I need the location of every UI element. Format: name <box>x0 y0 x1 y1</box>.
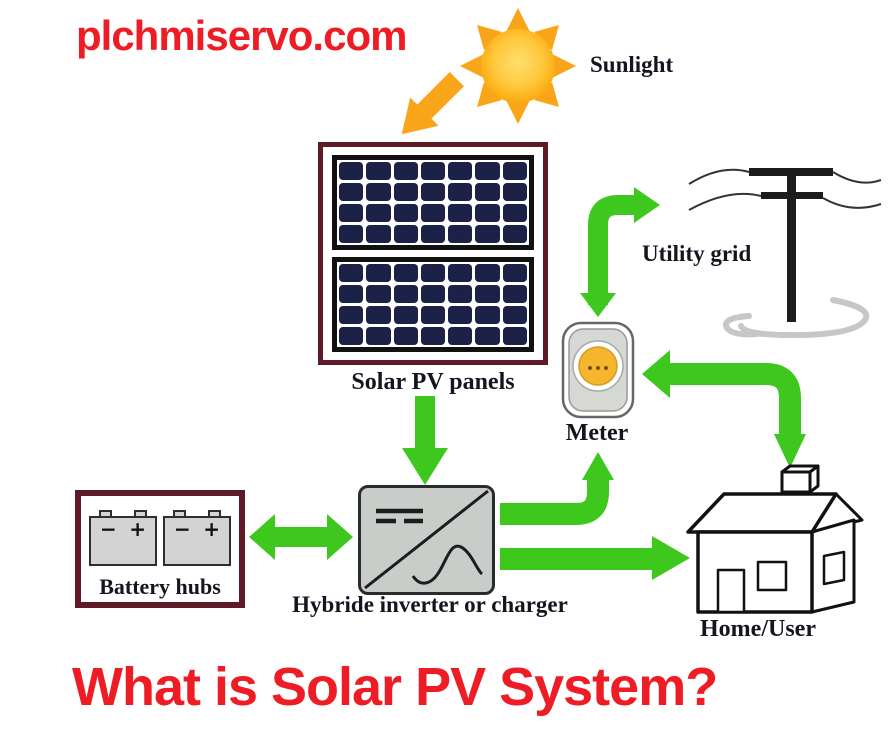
inverter-icon <box>358 485 495 595</box>
home-meter-arrow <box>642 350 806 468</box>
battery-minus-sign: − <box>100 517 117 541</box>
battery-label: Battery hubs <box>99 574 221 599</box>
battery-terminal <box>134 510 147 518</box>
pv-module-bottom <box>332 257 534 352</box>
sunlight-label: Sunlight <box>590 52 674 77</box>
battery-hubs-box: − + − + Battery hubs <box>75 490 245 608</box>
page-title: What is Solar PV System? <box>72 657 718 717</box>
pv-cell-grid <box>339 162 527 243</box>
utility-grid-label: Utility grid <box>642 241 752 266</box>
battery-terminal <box>99 510 112 518</box>
meter-grid-arrow <box>580 187 660 317</box>
power-pole-icon <box>688 168 882 338</box>
panel-to-inverter-arrow <box>402 396 448 485</box>
battery-plus-sign: + <box>129 517 146 541</box>
solar-panel-icon <box>318 142 548 365</box>
watermark-text: plchmiservo.com <box>76 12 407 59</box>
battery-icon: − + <box>163 510 231 566</box>
inverter-to-home-arrow <box>500 536 690 580</box>
battery-plus-sign: + <box>203 517 220 541</box>
inverter-to-meter-arrow <box>500 452 614 525</box>
battery-inverter-arrow <box>249 514 353 560</box>
inverter-label: Hybride inverter or charger <box>292 592 568 617</box>
solar-panels-label: Solar PV panels <box>351 369 515 395</box>
battery-terminal <box>208 510 221 518</box>
meter-label: Meter <box>565 420 629 446</box>
pv-cell-grid <box>339 264 527 345</box>
battery-minus-sign: − <box>174 517 191 541</box>
inverter-symbol <box>364 489 489 590</box>
meter-icon <box>561 321 635 419</box>
pv-module-top <box>332 155 534 250</box>
sunlight-to-panel-arrow <box>385 61 476 152</box>
battery-icon: − + <box>89 510 157 566</box>
battery-terminal <box>173 510 186 518</box>
house-icon <box>686 464 864 614</box>
home-user-label: Home/User <box>700 616 816 642</box>
sun-icon <box>460 8 576 124</box>
